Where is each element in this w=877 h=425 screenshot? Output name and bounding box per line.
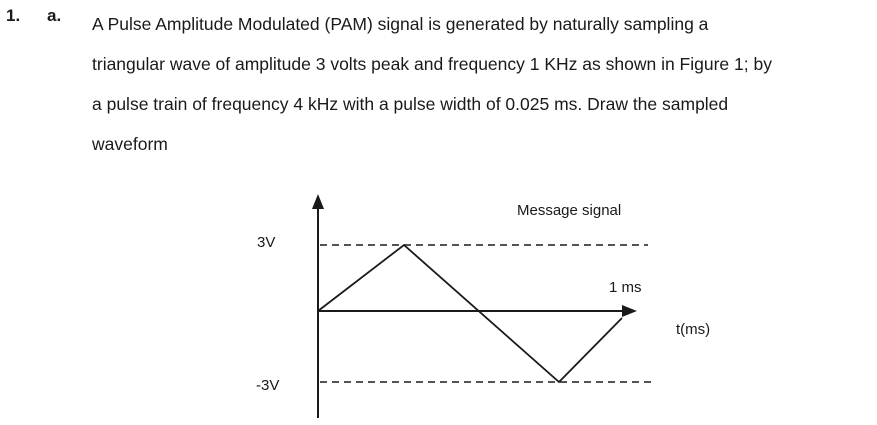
question-line-1: A Pulse Amplitude Modulated (PAM) signal… [92,14,709,34]
x-axis-arrowhead [622,305,637,317]
period-label: 1 ms [609,279,642,296]
time-axis-label: t(ms) [676,321,710,338]
question-part-label: a. [47,6,62,25]
triangular-message-signal [317,243,623,384]
positive-amplitude-label: 3V [257,234,275,251]
question-line-4: waveform [92,134,168,154]
question-line-2: triangular wave of amplitude 3 volts pea… [92,54,772,74]
question-line-3: a pulse train of frequency 4 kHz with a … [92,94,729,114]
question-number: 1. [6,6,21,25]
negative-amplitude-label: -3V [256,377,279,394]
y-axis-arrowhead [312,194,324,209]
question-text: A Pulse Amplitude Modulated (PAM) signal… [92,4,872,164]
message-signal-label: Message signal [517,202,621,219]
